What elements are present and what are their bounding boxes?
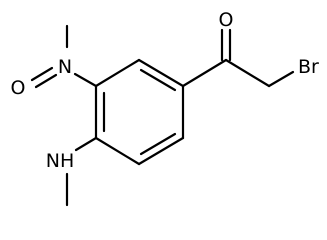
methylene-to-bromine-bond — [267, 70, 295, 88]
ring-to-carbonyl-bond — [181, 58, 228, 88]
bromine-label: Br — [298, 56, 319, 78]
ring-bond — [94, 136, 141, 166]
nitro-nitrogen-label: N — [58, 56, 72, 78]
ring-double-bond — [139, 68, 177, 92]
carbonyl-oxygen-label: O — [219, 9, 234, 31]
nitro-oxygen-label: O — [11, 77, 26, 99]
ring-bond — [137, 136, 185, 166]
structure-diagram: O Br N O NH — [11, 9, 319, 207]
benzene-ring — [94, 58, 185, 166]
nitro-double-bond — [30, 66, 54, 82]
ring-bond — [137, 58, 185, 88]
bromoacetyl-group: O Br — [181, 9, 319, 88]
ring-double-bond — [139, 132, 177, 156]
ring-to-amine-bond — [74, 136, 98, 152]
methylamino-group: NH — [46, 136, 98, 207]
amine-label: NH — [46, 150, 75, 172]
molecule-drawing: O Br N O NH — [11, 9, 319, 207]
carbonyl-to-methylene-bond — [224, 58, 271, 88]
ring-to-nitro-bond — [73, 72, 98, 88]
nitro-double-bond — [34, 73, 58, 89]
ring-bond — [94, 58, 141, 88]
nitro-group: N O — [11, 24, 98, 99]
